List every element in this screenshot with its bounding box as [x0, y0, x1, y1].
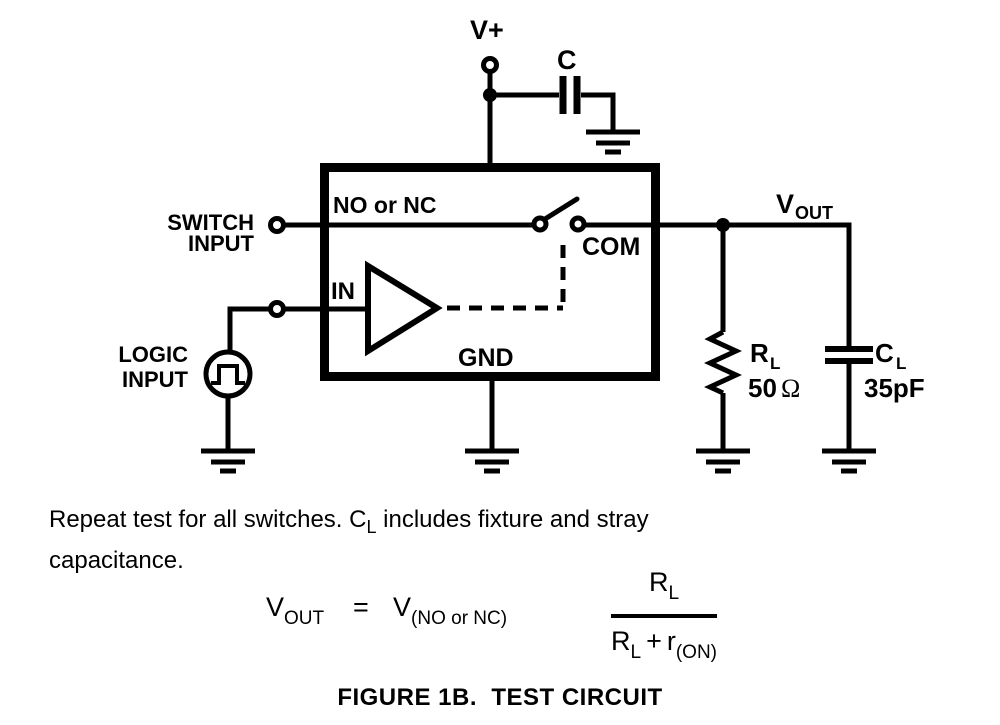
cl-value: 35pF [864, 373, 925, 403]
pulse-source-icon [203, 349, 253, 399]
logic-input-terminal-icon [268, 300, 286, 318]
switch-contact-right-icon [569, 215, 587, 233]
equation-den-operator: + [646, 626, 662, 656]
logic-input-wire-left [227, 306, 270, 353]
note-line1-post: includes fixture and stray [376, 506, 649, 533]
ground-symbol-gnd-pin [465, 448, 519, 474]
logic-input-label-line1: LOGIC [118, 342, 188, 367]
ground-symbol-logic [201, 448, 255, 474]
switch-input-label-line1: SWITCH [167, 210, 254, 235]
note-line1: Repeat test for all switches. CL include… [49, 503, 649, 544]
equation-fraction: RL RL+r(ON) [611, 564, 718, 670]
equation-lhs-main: V [266, 592, 285, 622]
equation-num-sub: L [668, 583, 680, 604]
equation-denominator: RL+r(ON) [611, 618, 717, 670]
dut-box [320, 163, 660, 381]
equation-lhs-sub: OUT [284, 608, 325, 629]
bypass-cap-wire-right [581, 92, 616, 131]
v-plus-terminal-icon [481, 56, 499, 74]
note-text: Repeat test for all switches. CL include… [49, 503, 649, 578]
vout-label-main: V [776, 189, 794, 219]
no-or-nc-pin-label: NO or NC [333, 192, 437, 218]
switch-input-terminal-icon [268, 216, 286, 234]
cl-label-sub: L [896, 354, 906, 373]
pulse-waveform-icon [211, 364, 245, 385]
figure-caption: FIGURE 1B. TEST CIRCUIT [337, 684, 663, 711]
equation-rhs-sub: (NO or NC) [411, 608, 508, 629]
note-line2: capacitance. [49, 547, 184, 574]
note-line1-pre: Repeat test for all switches. C [49, 506, 367, 533]
ground-symbol-cl [822, 448, 876, 474]
circuit-diagram: V+ C SWITCH INPUT LOGIC INPUT NO or NC C… [118, 15, 925, 474]
equation-lhs: VOUT [266, 592, 324, 630]
gnd-pin-label: GND [458, 344, 514, 372]
equation-den-term1-sub: L [630, 642, 642, 663]
com-pin-label: COM [582, 233, 640, 261]
vout-label-sub: OUT [795, 203, 833, 223]
logic-input-label-line2: INPUT [122, 367, 189, 392]
in-pin-label: IN [331, 278, 355, 305]
rl-value-number: 50 [748, 373, 777, 403]
equation-rhs: V(NO or NC) [393, 592, 507, 630]
ground-symbol-rl [696, 448, 750, 474]
rl-value-unit: Ω [781, 374, 800, 403]
equation-equals: = [353, 592, 369, 622]
output-wire [584, 222, 852, 347]
equation-den-term2-sub: (ON) [675, 642, 718, 663]
note-line1-subscript: L [366, 517, 377, 537]
switch-input-label-line2: INPUT [188, 231, 255, 256]
bypass-cap-label: C [557, 45, 577, 75]
ground-symbol-bypass [586, 129, 640, 155]
equation-num-main: R [648, 567, 669, 597]
equation-numerator: RL [611, 564, 718, 618]
resistor-zigzag-icon [704, 329, 742, 396]
equation-den-term2-main: r [666, 626, 676, 656]
rl-label-sub: L [770, 354, 780, 373]
driver-triangle-icon [365, 260, 443, 357]
switch-contact-left-icon [531, 215, 549, 233]
v-plus-label: V+ [470, 15, 504, 45]
cl-label-main: C [875, 338, 894, 368]
equation-rhs-main: V [393, 592, 412, 622]
rl-label-main: R [750, 338, 769, 368]
switch-lever-icon [542, 196, 580, 222]
equation-den-term1-main: R [611, 626, 631, 656]
